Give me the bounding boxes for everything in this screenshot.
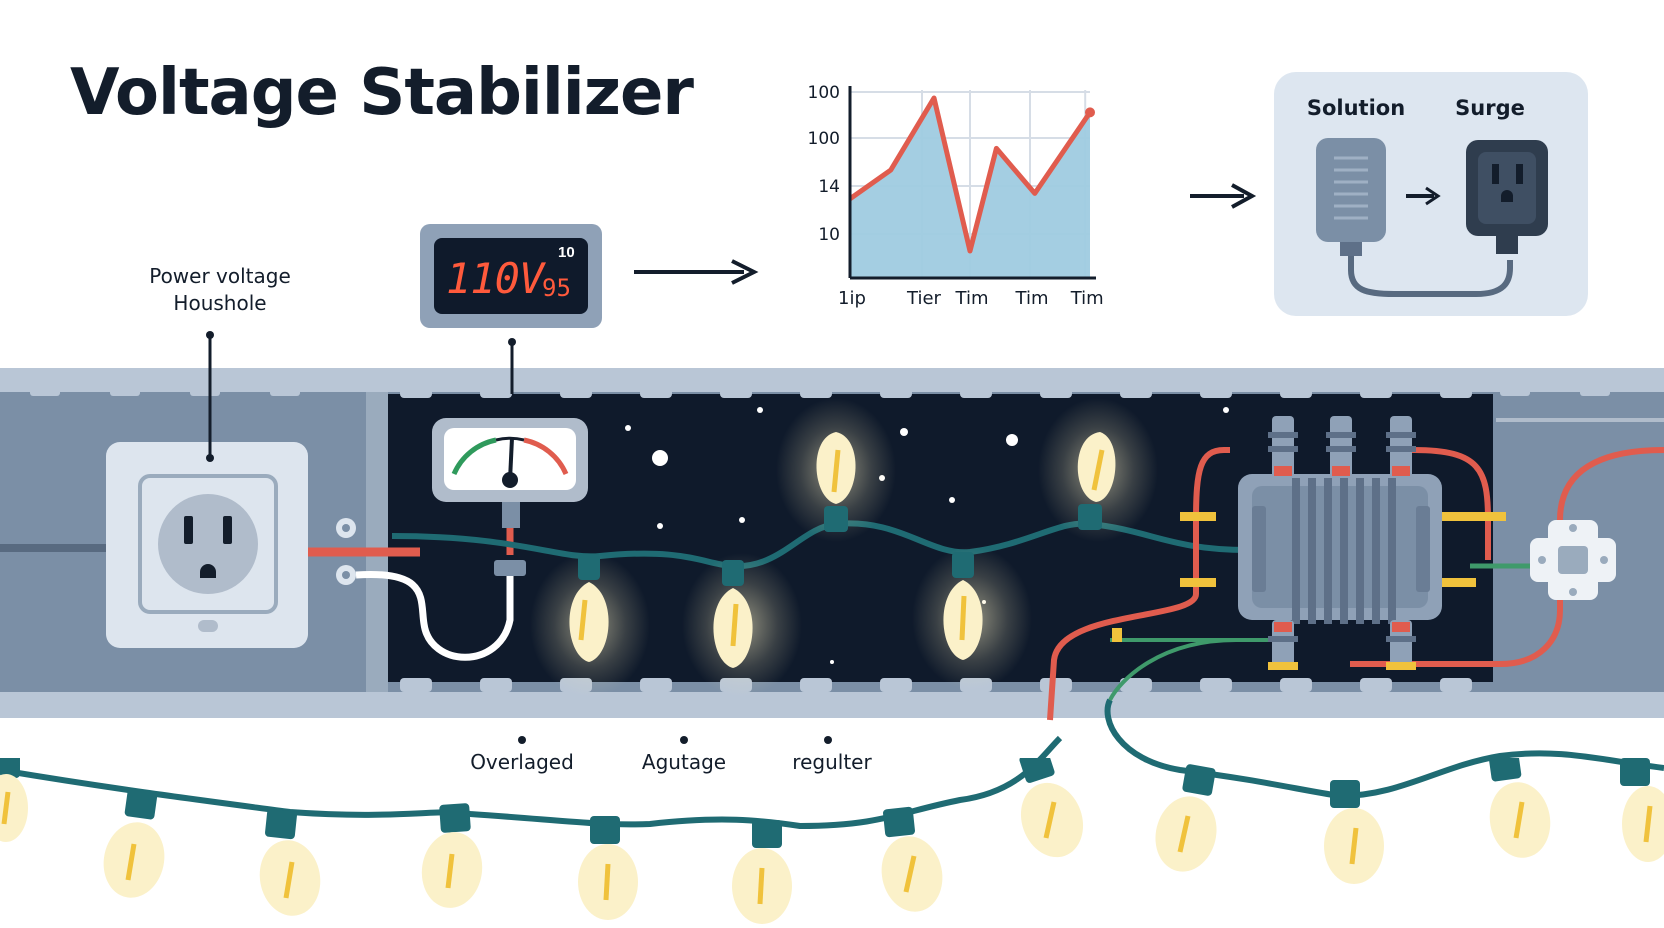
transformer-bushings bbox=[1268, 416, 1416, 670]
source-label-line2: Houshole bbox=[173, 291, 267, 315]
voltage-display: 110V 95 10 bbox=[420, 224, 602, 328]
surge-label: Surge bbox=[1455, 96, 1525, 120]
chart-point bbox=[1085, 107, 1095, 118]
terminals bbox=[336, 518, 356, 585]
wall-outlet-icon[interactable] bbox=[106, 442, 308, 648]
display-sub-value: 95 bbox=[542, 274, 571, 302]
chart-x-tick-label: Tim bbox=[1015, 288, 1049, 309]
chart-x-tick-label: 1ip bbox=[838, 288, 866, 309]
page-title: Voltage Stabilizer bbox=[70, 56, 694, 130]
solution-panel: Solution Surge bbox=[1274, 72, 1588, 316]
connector-icon bbox=[1530, 520, 1616, 600]
bottom-bulbs bbox=[0, 758, 1664, 924]
display-corner-value: 10 bbox=[558, 244, 575, 261]
chart-series-line bbox=[848, 95, 1093, 254]
chart-y-tick-label: 14 bbox=[818, 177, 840, 197]
chart-x-tick-label: Tim bbox=[1070, 288, 1104, 309]
chart-y-tick-label: 10 bbox=[818, 225, 840, 245]
string-lights-icon bbox=[391, 398, 1249, 697]
solution-label: Solution bbox=[1306, 96, 1406, 120]
chart-area bbox=[850, 98, 1090, 278]
housing-teeth-inner bbox=[400, 384, 1472, 692]
transformer-icon bbox=[1047, 416, 1664, 721]
chart-y-tick-label: 100 bbox=[808, 129, 840, 149]
adapter-icon bbox=[1316, 138, 1386, 256]
chart-x-tick-label: Tim bbox=[955, 288, 989, 309]
gauge-icon[interactable] bbox=[432, 418, 588, 528]
bottom-label-regulter: regulter bbox=[792, 750, 872, 774]
bottom-label-pins bbox=[518, 736, 832, 744]
voltage-chart: 100 100 14 10 1ip Tier Tim Tim Tim bbox=[808, 83, 1104, 309]
source-label: Power voltage Houshole bbox=[120, 263, 320, 317]
arrow-right-icon bbox=[1406, 186, 1441, 206]
arrow-right-icon bbox=[1190, 183, 1257, 209]
bottom-label-agutage: Agutage bbox=[641, 750, 727, 774]
display-main-value: 110V bbox=[446, 254, 544, 303]
bottom-label-overlaged: Overlaged bbox=[470, 750, 574, 774]
outlet-icon bbox=[1466, 140, 1548, 254]
chart-x-tick-label: Tier bbox=[906, 288, 942, 309]
housing-teeth-top bbox=[30, 384, 1610, 396]
arrow-right-icon bbox=[634, 259, 759, 285]
chart-y-tick-label: 100 bbox=[808, 83, 840, 103]
source-label-line1: Power voltage bbox=[149, 264, 291, 288]
